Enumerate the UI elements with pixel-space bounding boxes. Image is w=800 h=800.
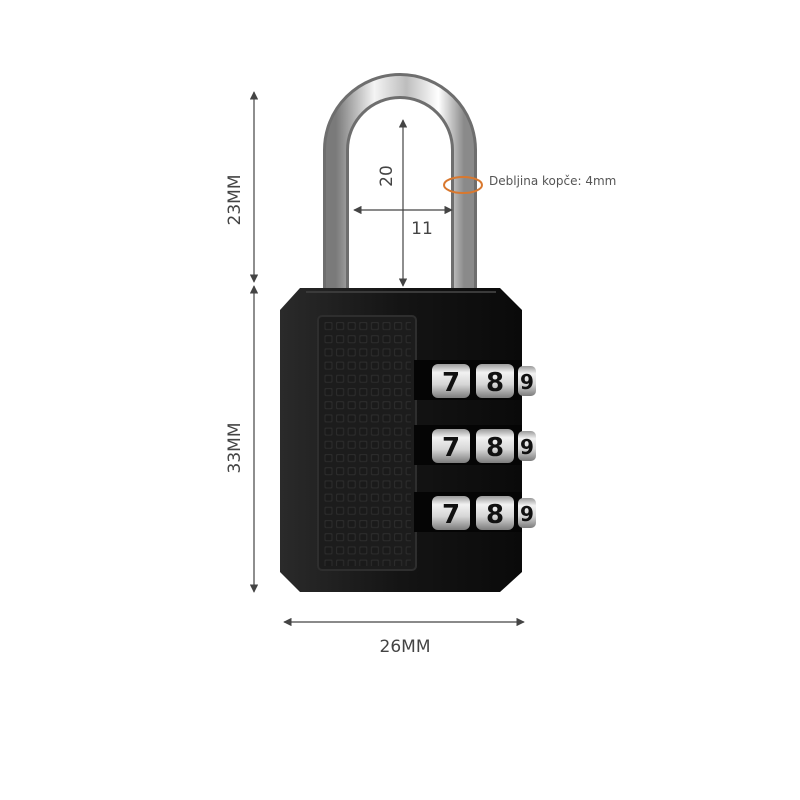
inner-height-label: 20 [377, 165, 397, 187]
dial-digit: 8 [486, 433, 504, 463]
dial-digit: 7 [442, 433, 460, 463]
inner-width-label: 11 [411, 219, 433, 239]
grip-studs [323, 320, 411, 566]
dial-digit: 7 [442, 368, 460, 398]
dimension-lines [249, 91, 525, 627]
shackle [323, 73, 477, 300]
dial-digit: 8 [486, 500, 504, 530]
dial-digit: 9 [520, 435, 534, 459]
combination-dial-1[interactable]: 7 8 9 [432, 364, 536, 398]
combination-dial-2[interactable]: 7 8 9 [432, 429, 536, 463]
body-width-label: 26MM [380, 637, 431, 657]
dial-digit: 8 [486, 368, 504, 398]
dial-digit: 9 [520, 370, 534, 394]
combination-dial-3[interactable]: 7 8 9 [432, 496, 536, 530]
shackle-height-label: 23MM [225, 175, 245, 226]
body-height-label: 33MM [225, 423, 245, 474]
thickness-marker-ring [443, 176, 483, 194]
dial-digit: 9 [520, 502, 534, 526]
dial-digit: 7 [442, 500, 460, 530]
shackle-thickness-note: Debljina kopče: 4mm [489, 174, 616, 188]
